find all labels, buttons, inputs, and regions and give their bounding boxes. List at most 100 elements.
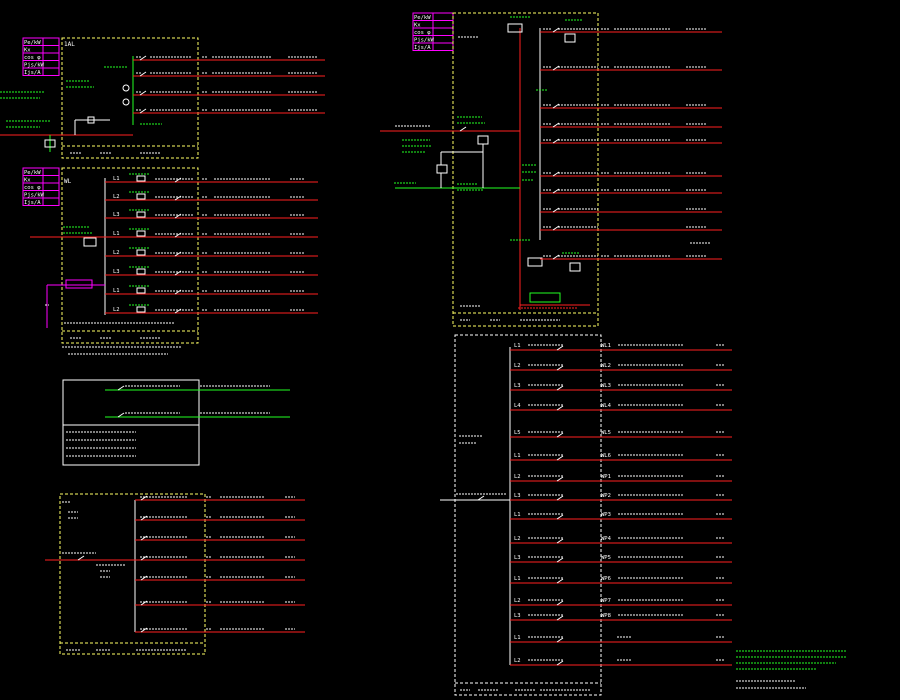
header-value-cell bbox=[42, 197, 60, 206]
terminal-box bbox=[87, 116, 95, 124]
header-label: cos φ bbox=[414, 30, 431, 36]
header-value-cell bbox=[432, 42, 454, 51]
phase-label: L1 bbox=[113, 176, 120, 182]
breaker-symbol bbox=[556, 495, 564, 501]
rcd-box bbox=[136, 175, 146, 182]
legend-frame bbox=[62, 379, 200, 466]
phase-label: L3 bbox=[113, 269, 120, 275]
rcd-box bbox=[136, 230, 146, 237]
circuit-label: L1 bbox=[514, 635, 521, 641]
cable-label: WP8 bbox=[601, 613, 611, 619]
rcd-box bbox=[136, 193, 146, 200]
header-value-cell bbox=[432, 35, 454, 44]
header-label: Kx bbox=[24, 48, 31, 54]
cable-label: WP3 bbox=[601, 512, 611, 518]
breaker-symbol bbox=[556, 455, 564, 461]
breaker-symbol bbox=[556, 578, 564, 584]
rcd-box bbox=[136, 268, 146, 275]
circuit-label: L3 bbox=[514, 555, 521, 561]
header-label: Pjs/kW bbox=[414, 38, 435, 44]
panel-name: 1AL bbox=[64, 41, 75, 48]
header-value-cell bbox=[42, 45, 60, 54]
rcd-box bbox=[136, 306, 146, 313]
legend-box bbox=[62, 379, 290, 466]
breaker-symbol bbox=[117, 412, 125, 418]
panel-frame bbox=[61, 37, 199, 159]
meter-box bbox=[527, 257, 543, 267]
rcd-box bbox=[136, 211, 146, 218]
breaker-symbol bbox=[556, 600, 564, 606]
panel-name: WL bbox=[64, 178, 72, 185]
rcd-box bbox=[136, 287, 146, 294]
circuit-label: L1 bbox=[514, 576, 521, 582]
header-label: cos φ bbox=[24, 55, 41, 61]
transformer-symbol bbox=[122, 84, 130, 92]
header-value-cell bbox=[432, 20, 454, 29]
circuit-label: L2 bbox=[514, 474, 521, 480]
panel-frame bbox=[59, 493, 206, 655]
header-value-cell bbox=[432, 12, 454, 21]
meter-box bbox=[529, 292, 561, 303]
header-label: Kx bbox=[414, 23, 421, 29]
breaker-symbol bbox=[139, 108, 147, 114]
header-value-cell bbox=[42, 167, 60, 176]
breaker-symbol bbox=[556, 432, 564, 438]
header-label: Pjs/kW bbox=[24, 63, 45, 69]
meter-box bbox=[44, 139, 56, 148]
panel-frame bbox=[452, 12, 599, 327]
circuit-label: L2 bbox=[514, 598, 521, 604]
header-label: Pe/kW bbox=[414, 15, 431, 21]
header-label: Pjs/kW bbox=[24, 193, 45, 199]
header-value-cell bbox=[42, 175, 60, 184]
header-label: Ijs/A bbox=[24, 70, 41, 76]
breaker-symbol bbox=[77, 555, 85, 561]
circuit-label: L3 bbox=[514, 493, 521, 499]
circuit-label: L1 bbox=[514, 512, 521, 518]
phase-label: L1 bbox=[113, 231, 120, 237]
phase-label: L2 bbox=[113, 250, 120, 256]
transformer-symbol bbox=[122, 98, 130, 106]
breaker-symbol bbox=[556, 476, 564, 482]
header-value-cell bbox=[42, 52, 60, 61]
cable-label: WL1 bbox=[601, 343, 611, 349]
breaker-symbol bbox=[477, 495, 485, 501]
phase-label: L2 bbox=[113, 194, 120, 200]
breaker-symbol bbox=[139, 90, 147, 96]
panel-frame bbox=[454, 334, 602, 696]
breaker-symbol bbox=[556, 557, 564, 563]
cable-label: WL6 bbox=[601, 453, 611, 459]
meter-box bbox=[436, 164, 448, 174]
circuit-label: L1 bbox=[514, 343, 521, 349]
cable-label: WL4 bbox=[601, 403, 612, 409]
panel-lighting bbox=[45, 493, 305, 655]
circuit-label: L2 bbox=[514, 363, 521, 369]
cable-label: WL2 bbox=[601, 363, 611, 369]
circuit-label: L2 bbox=[514, 536, 521, 542]
cable-label: WL3 bbox=[601, 383, 611, 389]
breaker-symbol bbox=[139, 55, 147, 61]
breaker-symbol bbox=[459, 126, 467, 132]
meter-box bbox=[477, 135, 489, 145]
header-value-cell bbox=[42, 60, 60, 69]
header-label: Pe/kW bbox=[24, 170, 41, 176]
circuit-label: L1 bbox=[514, 453, 521, 459]
breaker-symbol bbox=[556, 514, 564, 520]
cable-label: WP1 bbox=[601, 474, 611, 480]
breaker-symbol bbox=[556, 637, 564, 643]
cable-label: WP2 bbox=[601, 493, 611, 499]
header-value-cell bbox=[42, 37, 60, 46]
meter-box bbox=[83, 237, 97, 247]
panel-frame bbox=[61, 167, 199, 344]
phase-label: L3 bbox=[113, 212, 120, 218]
header-label: cos φ bbox=[24, 185, 41, 191]
circuit-label: L3 bbox=[514, 613, 521, 619]
header-label: Ijs/A bbox=[24, 200, 41, 206]
breaker-symbol bbox=[556, 660, 564, 666]
breaker-symbol bbox=[556, 615, 564, 621]
meter-box bbox=[507, 23, 523, 33]
rcd-box bbox=[136, 249, 146, 256]
